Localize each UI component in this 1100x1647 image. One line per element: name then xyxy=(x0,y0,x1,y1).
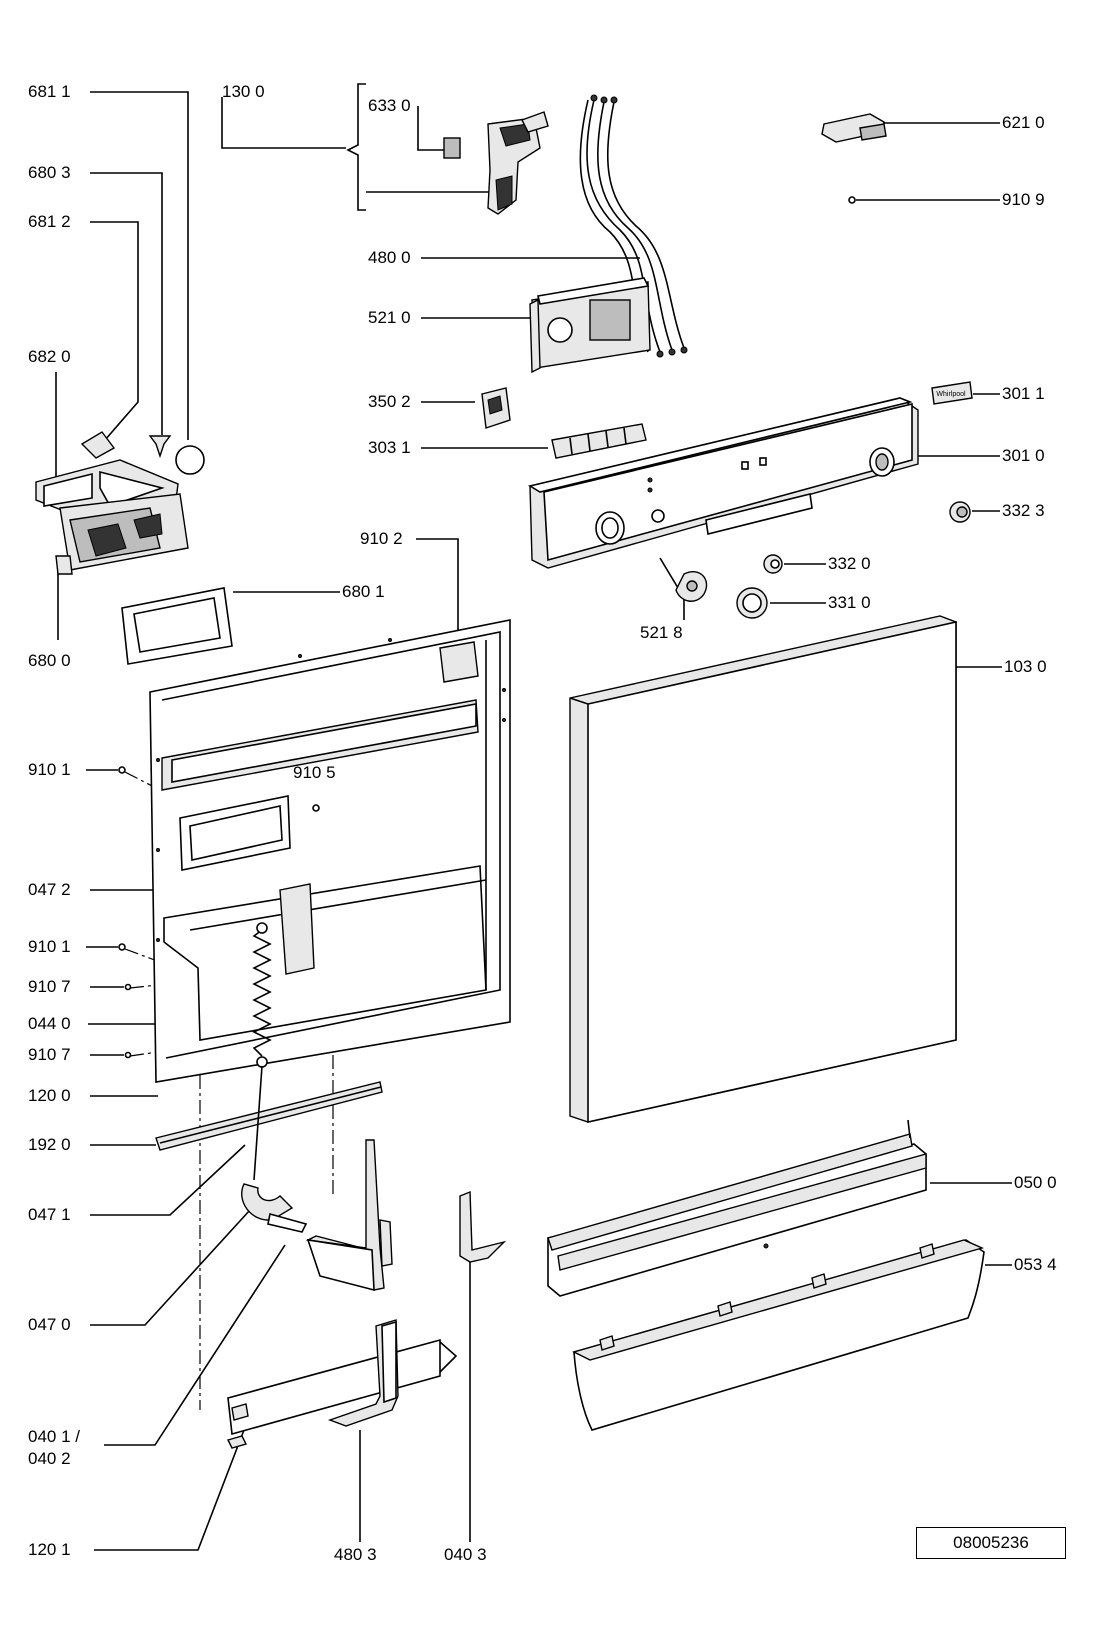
part-label-047-2: 047 2 xyxy=(28,880,71,899)
part-label-130-0: 130 0 xyxy=(222,82,265,101)
hook-480-3 xyxy=(327,1319,399,1427)
part-label-910-1-upper: 910 1 xyxy=(28,760,71,779)
button-strip xyxy=(551,423,647,459)
part-label-910-7-upper: 910 7 xyxy=(28,977,71,996)
selector-switch xyxy=(481,387,511,429)
part-label-120-1: 120 1 xyxy=(28,1540,71,1559)
bracket-040-3 xyxy=(459,1190,507,1263)
part-label-480-0: 480 0 xyxy=(368,248,411,267)
knob-332-3 xyxy=(949,501,971,523)
hinge-cable xyxy=(241,1065,308,1233)
part-label-681-2: 681 2 xyxy=(28,212,71,231)
brand-badge-text: Whirlpool xyxy=(936,391,966,398)
brand-badge: Whirlpool xyxy=(931,381,973,405)
part-label-681-1: 681 1 xyxy=(28,82,71,101)
door-spring xyxy=(252,922,272,1068)
part-label-103-0: 103 0 xyxy=(1004,657,1047,676)
part-label-040-1: 040 1 / xyxy=(28,1427,80,1446)
part-label-680-0: 680 0 xyxy=(28,651,71,670)
part-label-192-0: 192 0 xyxy=(28,1135,71,1154)
part-label-050-0: 050 0 xyxy=(1014,1173,1057,1192)
drawing-number: 08005236 xyxy=(953,1533,1029,1552)
lower-door-rail xyxy=(226,1338,458,1449)
kick-plate-bracket xyxy=(547,1119,927,1297)
part-label-910-1-lower: 910 1 xyxy=(28,937,71,956)
detergent-dispenser xyxy=(35,431,205,575)
part-label-040-2: 040 2 xyxy=(28,1449,71,1468)
outer-door-panel xyxy=(569,615,957,1123)
part-label-680-3: 680 3 xyxy=(28,163,71,182)
part-label-332-3: 332 3 xyxy=(1002,501,1045,520)
part-label-682-0: 682 0 xyxy=(28,347,71,366)
part-label-120-0: 120 0 xyxy=(28,1086,71,1105)
part-label-521-8: 521 8 xyxy=(640,623,683,642)
part-label-303-1: 303 1 xyxy=(368,438,411,457)
part-label-680-1: 680 1 xyxy=(342,582,385,601)
control-panel xyxy=(527,397,919,569)
part-label-910-2: 910 2 xyxy=(360,529,403,548)
electronic-module xyxy=(529,277,651,374)
part-label-480-3: 480 3 xyxy=(334,1545,377,1564)
door-rail xyxy=(155,1081,383,1151)
part-621-0 xyxy=(821,113,887,143)
part-label-047-1: 047 1 xyxy=(28,1205,71,1224)
part-label-044-0: 044 0 xyxy=(28,1014,71,1033)
inner-door-panel xyxy=(118,619,511,1083)
hinge-bracket xyxy=(305,1139,393,1292)
part-label-910-7-lower: 910 7 xyxy=(28,1045,71,1064)
part-label-047-0: 047 0 xyxy=(28,1315,71,1334)
dispenser-seal xyxy=(121,587,233,665)
part-label-040-3: 040 3 xyxy=(444,1545,487,1564)
knob-521-8 xyxy=(675,571,708,602)
leader-lines xyxy=(55,83,1012,1551)
part-label-301-1: 301 1 xyxy=(1002,384,1045,403)
part-label-621-0: 621 0 xyxy=(1002,113,1045,132)
drawing-number-box: 08005236 xyxy=(916,1527,1066,1559)
ring-331-0 xyxy=(736,587,768,619)
part-label-910-9: 910 9 xyxy=(1002,190,1045,209)
part-label-332-0: 332 0 xyxy=(828,554,871,573)
screw-910-9 xyxy=(848,196,856,204)
part-label-331-0: 331 0 xyxy=(828,593,871,612)
door-lock xyxy=(443,111,549,215)
part-label-053-4: 053 4 xyxy=(1014,1255,1057,1274)
knob-332-0 xyxy=(763,554,783,574)
part-label-301-0: 301 0 xyxy=(1002,446,1045,465)
toe-kick-panel xyxy=(572,1239,985,1431)
part-label-350-2: 350 2 xyxy=(368,392,411,411)
part-label-633-0: 633 0 xyxy=(368,96,411,115)
part-label-521-0: 521 0 xyxy=(368,308,411,327)
part-label-910-5: 910 5 xyxy=(293,763,336,782)
